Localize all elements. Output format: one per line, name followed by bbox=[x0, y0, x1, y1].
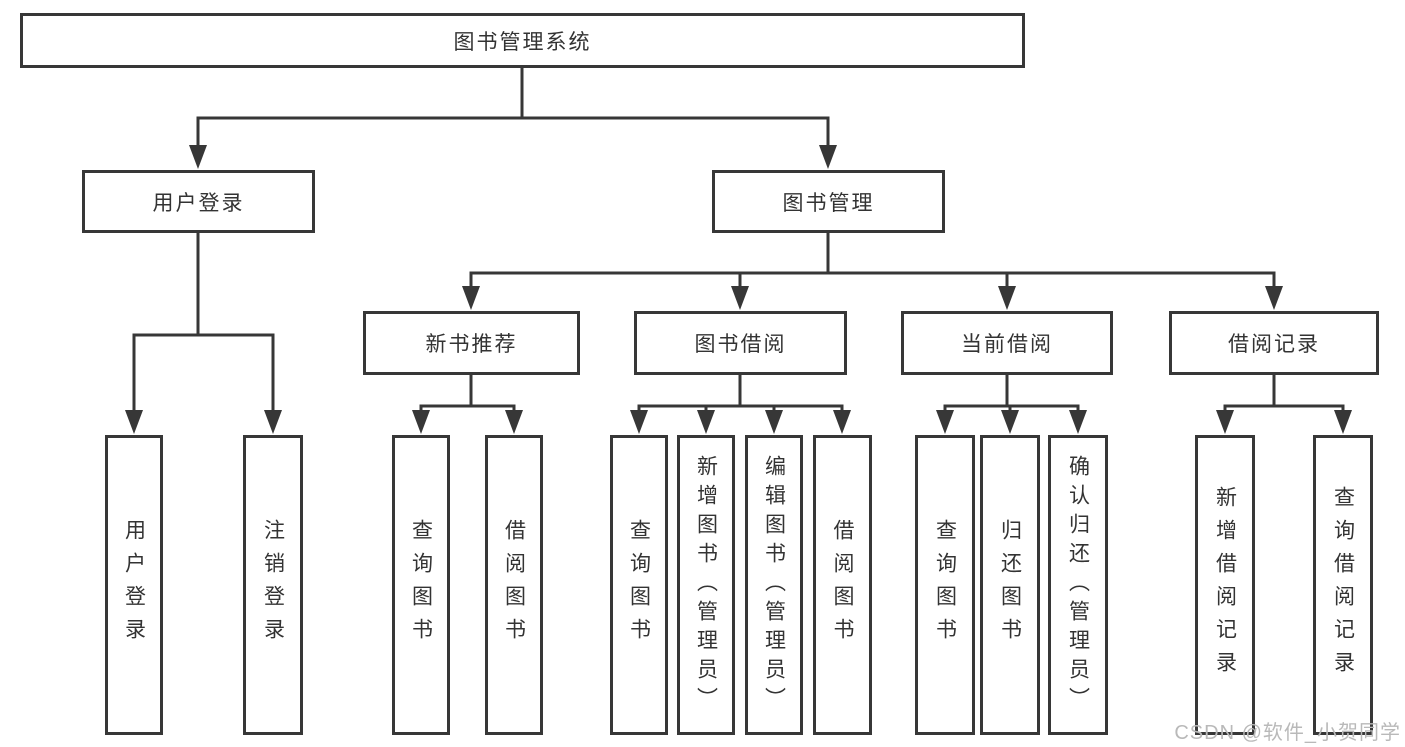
node-book-borrowing: 图书借阅 bbox=[634, 311, 847, 375]
node-new-book-recommend: 新书推荐 bbox=[363, 311, 580, 375]
leaf-borrow-edit-books-admin: 编辑图书（管理员） bbox=[745, 435, 803, 735]
node-label: 查询图书 bbox=[627, 519, 651, 651]
node-label: 归还图书 bbox=[998, 519, 1022, 651]
node-label: 图书借阅 bbox=[694, 333, 787, 356]
node-label: 借阅记录 bbox=[1228, 333, 1320, 356]
leaf-borrow-query-books: 查询图书 bbox=[610, 435, 668, 735]
leaf-newrec-borrow-books: 借阅图书 bbox=[485, 435, 543, 735]
node-label: 新增借阅记录 bbox=[1213, 486, 1237, 684]
leaf-newrec-query-books: 查询图书 bbox=[392, 435, 450, 735]
node-book-management: 图书管理 bbox=[712, 170, 945, 233]
node-label: 编辑图书（管理员） bbox=[762, 454, 786, 716]
leaf-current-return-books: 归还图书 bbox=[980, 435, 1040, 735]
leaf-user-login: 用户登录 bbox=[105, 435, 163, 735]
node-label: 借阅图书 bbox=[502, 519, 526, 651]
node-label: 图书管理 bbox=[782, 191, 875, 215]
leaf-current-query-books: 查询图书 bbox=[915, 435, 975, 735]
arrowheads bbox=[125, 145, 1352, 434]
node-label: 查询借阅记录 bbox=[1331, 486, 1355, 684]
node-label: 注销登录 bbox=[261, 519, 285, 651]
csdn-watermark: CSDN @软件_小贺同学 bbox=[1174, 722, 1401, 744]
node-library-management-system: 图书管理系统 bbox=[20, 13, 1025, 68]
node-label: 新增图书（管理员） bbox=[694, 454, 718, 716]
leaf-current-confirm-return-admin: 确认归还（管理员） bbox=[1048, 435, 1108, 735]
leaf-borrow-add-books-admin: 新增图书（管理员） bbox=[677, 435, 735, 735]
node-user-login: 用户登录 bbox=[82, 170, 315, 233]
node-label: 用户登录 bbox=[152, 191, 245, 215]
node-label: 用户登录 bbox=[122, 519, 146, 651]
node-label: 查询图书 bbox=[933, 519, 957, 651]
node-label: 当前借阅 bbox=[961, 333, 1053, 356]
leaf-borrow-borrow-books: 借阅图书 bbox=[813, 435, 872, 735]
leaf-logout: 注销登录 bbox=[243, 435, 303, 735]
leaf-records-query-record: 查询借阅记录 bbox=[1313, 435, 1373, 735]
node-label: 新书推荐 bbox=[425, 333, 518, 356]
node-label: 图书管理系统 bbox=[453, 30, 592, 54]
node-borrowing-records: 借阅记录 bbox=[1169, 311, 1379, 375]
node-label: 查询图书 bbox=[409, 519, 433, 651]
node-label: 借阅图书 bbox=[831, 519, 854, 651]
node-label: 确认归还（管理员） bbox=[1066, 454, 1090, 716]
node-current-borrowing: 当前借阅 bbox=[901, 311, 1113, 375]
leaf-records-add-record: 新增借阅记录 bbox=[1195, 435, 1255, 735]
